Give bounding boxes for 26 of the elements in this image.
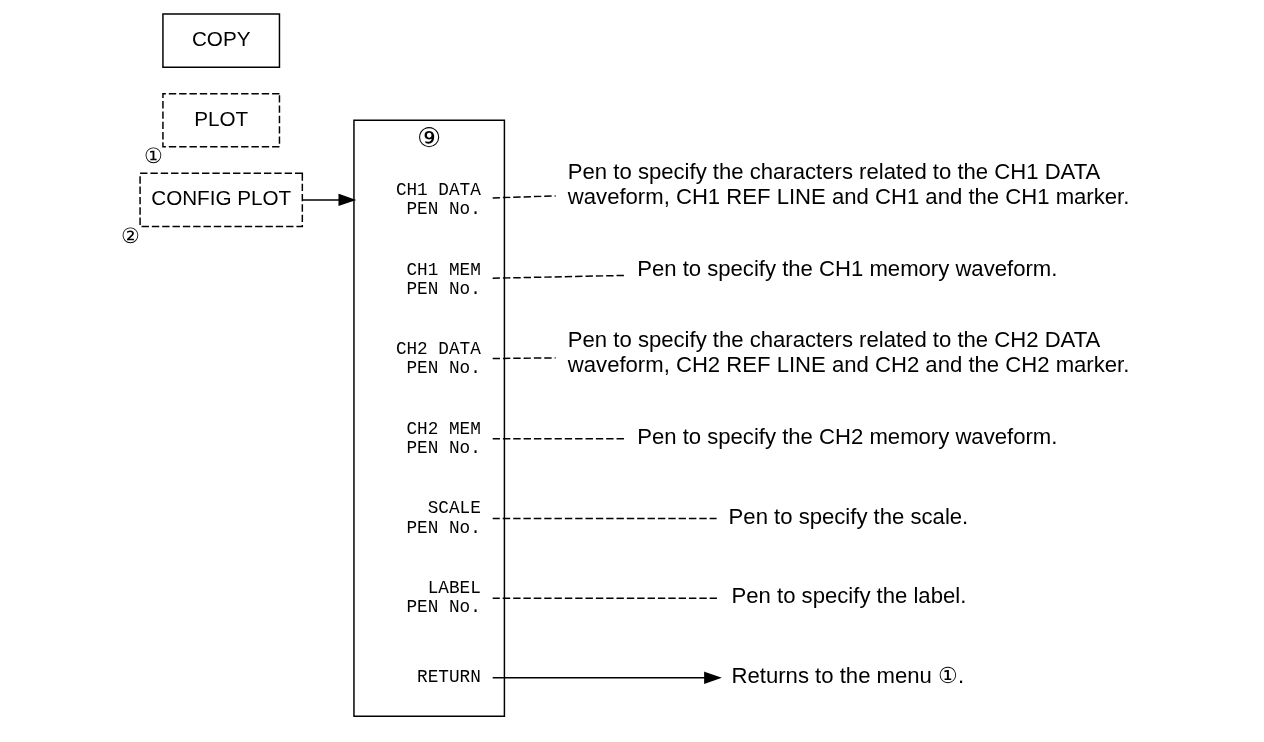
connector — [491, 517, 718, 520]
node-text: CH1 DATA PEN No. — [395, 179, 481, 220]
node-text: CH2 MEM PEN No. — [406, 418, 481, 459]
connector — [491, 438, 626, 440]
node-text: Pen to specify the CH1 memory waveform. — [637, 255, 1058, 281]
node-text: Pen to specify the CH2 memory waveform. — [637, 424, 1058, 450]
node-text: RETURN — [417, 667, 481, 688]
node-text: CH1 MEM PEN No. — [406, 259, 481, 299]
connector — [491, 274, 626, 279]
connector — [491, 195, 557, 199]
node-text: Pen to specify the characters related to the CH2 DATA waveform, CH2 REF LINE and CH2 and the CH2 marker. — [567, 327, 1130, 378]
node-text: SCALE PEN No. — [406, 498, 481, 538]
node-text: Pen to specify the characters related to the CH1 DATA waveform, CH1 REF LINE and CH1 and the CH1 marker. — [567, 159, 1130, 210]
connector — [491, 357, 557, 360]
node-text: LABEL PEN No. — [406, 578, 481, 618]
node-text: Returns to the menu ①. — [731, 662, 965, 688]
node-text: Pen to specify the label. — [731, 583, 967, 609]
node-box: PLOT — [162, 92, 281, 148]
node-label: ① — [143, 144, 163, 168]
arrow — [491, 671, 722, 684]
node-box: COPY — [162, 13, 281, 68]
node-label: ② — [120, 223, 140, 247]
arrow — [301, 193, 357, 207]
node-text: Pen to specify the scale. — [728, 503, 969, 529]
node-text: CH2 DATA PEN No. — [395, 339, 481, 379]
node-box: CONFIG PLOT — [139, 172, 304, 228]
